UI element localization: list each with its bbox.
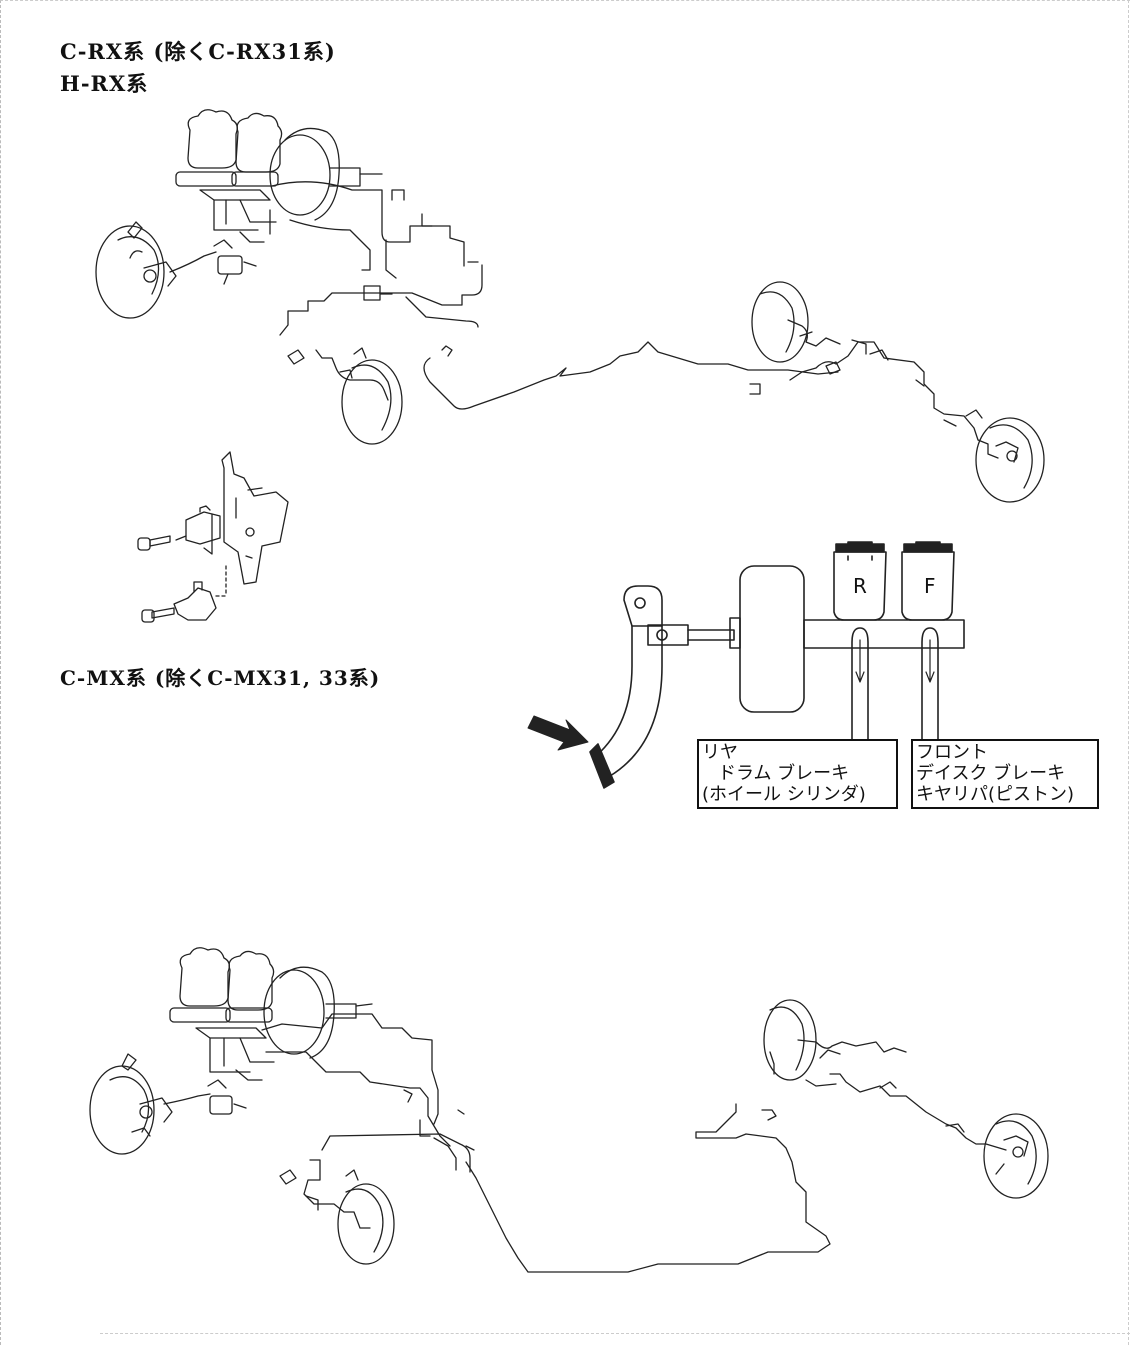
front-right-brake-cmx <box>983 1113 1049 1199</box>
heading-cmx: C-MX系 (除くC-MX31, 33系) <box>60 666 381 690</box>
front-left-brake-cmx <box>89 1053 211 1155</box>
front-label-line2: デイスク ブレーキ <box>916 763 1066 784</box>
master-cylinder-reservoirs-cmx <box>169 947 275 1023</box>
schematic-booster <box>729 565 805 713</box>
push-arrow <box>527 715 589 751</box>
front-right-brake <box>975 417 1045 503</box>
rear-label-line2: ドラム ブレーキ <box>718 763 850 784</box>
rear-right-brake-cmx <box>763 999 907 1081</box>
rear-left-brake <box>287 347 403 445</box>
front-disc-brake-label: フロント デイスク ブレーキ キヤリパ(ピストン) <box>911 739 1099 809</box>
proportioning-valve-cmx <box>207 1069 263 1115</box>
brake-system-schematic <box>527 541 965 789</box>
outlet-pipe-front <box>921 627 939 741</box>
brake-pedal <box>589 585 735 789</box>
front-left-brake <box>95 221 217 319</box>
valve-bracket-assembly <box>137 451 289 623</box>
reservoir-front <box>901 541 955 621</box>
front-label-line3: キヤリパ(ピストン) <box>916 784 1075 805</box>
rear-drum-brake-label: リヤ ドラム ブレーキ (ホイール シリンダ) <box>697 739 898 809</box>
page-border-right <box>1128 0 1130 1345</box>
outlet-pipe-rear <box>851 627 869 741</box>
page-border-bottom <box>100 1333 1130 1335</box>
heading-crx: C-RX系 (除くC-RX31系) <box>60 39 336 64</box>
rear-label-line1: リヤ <box>702 742 738 763</box>
reservoir-front-label: F <box>924 574 936 598</box>
brake-booster-cmx <box>263 966 373 1059</box>
brake-line-layout-crx <box>95 109 1045 503</box>
reservoir-rear <box>833 541 887 621</box>
brake-line-layout-cmx <box>89 947 1049 1273</box>
reservoir-rear-label: R <box>853 574 867 598</box>
rear-left-brake-cmx <box>279 1169 395 1265</box>
heading-hrx: H-RX系 <box>60 71 149 96</box>
front-label-line1: フロント <box>916 742 988 763</box>
master-cylinder <box>803 619 965 649</box>
brake-booster <box>269 127 383 221</box>
proportioning-valve <box>213 231 265 285</box>
rear-label-line3: (ホイール シリンダ) <box>702 784 866 805</box>
master-cylinder-reservoirs <box>175 109 283 187</box>
rear-right-brake-upper <box>751 281 841 363</box>
